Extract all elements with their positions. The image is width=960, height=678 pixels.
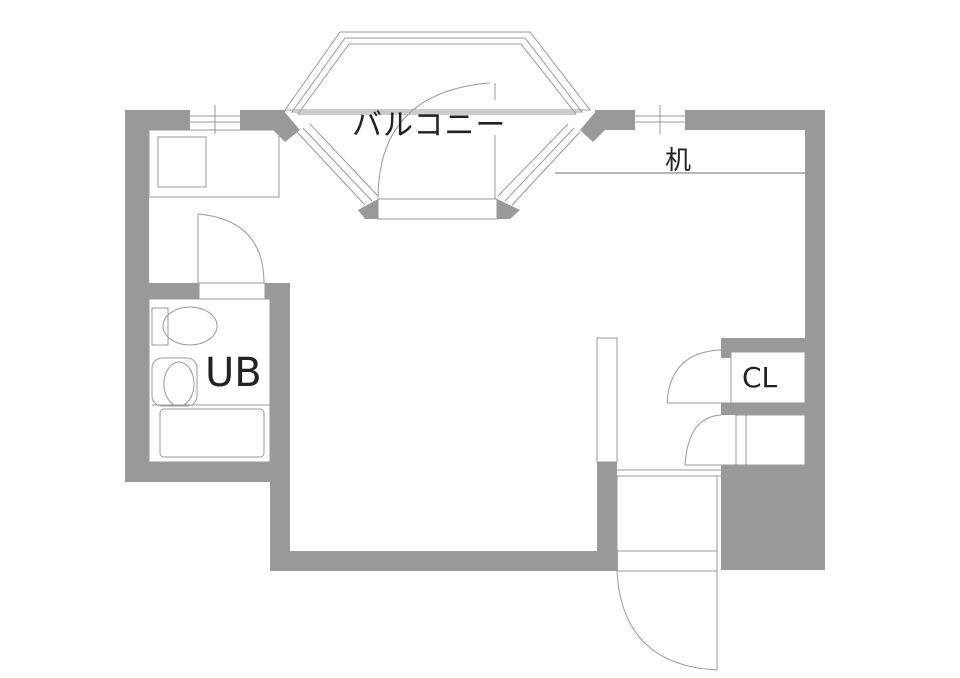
bathroom	[148, 298, 271, 463]
walls	[125, 110, 825, 571]
balcony	[284, 31, 592, 220]
balcony-label: バルコニー	[352, 108, 507, 143]
windows	[190, 105, 685, 134]
partition	[596, 337, 618, 463]
bath-door	[197, 213, 266, 300]
unit-bath-label: UB	[205, 350, 262, 396]
desk-label: 机	[665, 146, 692, 176]
closet-label: CL	[742, 361, 778, 394]
closet	[666, 349, 806, 466]
kitchen	[148, 129, 280, 198]
entrance	[616, 469, 721, 671]
